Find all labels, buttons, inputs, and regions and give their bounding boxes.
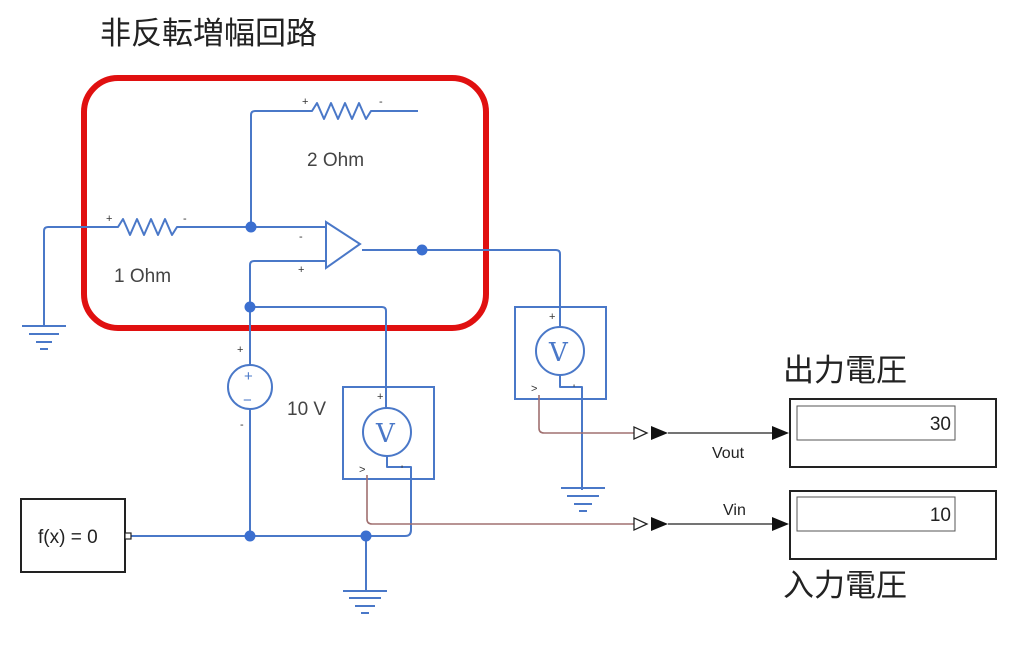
opamp-minus-pin: -	[299, 231, 303, 243]
ground-bottom[interactable]	[343, 536, 387, 614]
vout-converter[interactable]	[633, 425, 668, 441]
resistor-2ohm-minus: -	[379, 96, 383, 108]
input-display-caption: 入力電圧	[783, 568, 907, 604]
vout-physical-signal	[538, 395, 634, 434]
vout-signal-line[interactable]	[668, 426, 789, 440]
output-display-value: 30	[930, 414, 951, 435]
source-plus-symbol: +	[244, 368, 253, 385]
input-display-value: 10	[930, 505, 951, 526]
output-wire	[422, 249, 561, 326]
junction-node	[360, 530, 372, 542]
source-plus-pin: +	[237, 344, 243, 356]
vin-signal-label: Vin	[723, 502, 746, 519]
highlight-box	[81, 75, 489, 331]
voltmeter-output-plus: +	[549, 311, 555, 323]
opamp-plus-pin: +	[298, 264, 304, 276]
junction-node	[416, 244, 428, 256]
resistor-2ohm[interactable]: + -	[250, 96, 418, 227]
resistor-1ohm[interactable]: + -	[106, 213, 250, 236]
resistor-2ohm-label: 2 Ohm	[307, 150, 364, 171]
resistor-1ohm-minus: -	[183, 213, 187, 225]
junction-node	[244, 301, 256, 313]
page-title: 非反転増幅回路	[100, 16, 317, 52]
ground-output[interactable]	[561, 487, 605, 512]
voltmeter-output-minus: '	[573, 383, 575, 395]
input-display[interactable]: 10	[789, 490, 997, 560]
ground-left[interactable]	[22, 226, 112, 350]
voltmeter-input-plus: +	[377, 391, 383, 403]
vin-converter[interactable]	[633, 516, 668, 532]
voltmeter-output-symbol: V	[548, 338, 569, 368]
source-minus-pin: -	[240, 419, 244, 431]
voltmeter-output[interactable]: V + > '	[514, 306, 607, 490]
vout-signal-label: Vout	[712, 445, 745, 462]
output-display[interactable]: 30	[789, 398, 997, 468]
voltage-source[interactable]: + − + -	[227, 344, 273, 431]
resistor-1ohm-label: 1 Ohm	[114, 266, 171, 287]
solver-config-label: f(x) = 0	[38, 527, 98, 548]
opamp[interactable]: - +	[249, 220, 422, 536]
output-display-caption: 出力電圧	[783, 353, 907, 389]
vin-wire	[250, 306, 387, 408]
solver-config-block[interactable]: f(x) = 0	[20, 498, 132, 573]
vin-physical-signal	[366, 475, 634, 525]
voltage-source-label: 10 V	[287, 399, 326, 420]
voltmeter-input[interactable]: V + > '	[342, 386, 435, 537]
voltmeter-input-symbol: V	[375, 419, 396, 449]
resistor-2ohm-plus: +	[302, 96, 308, 108]
voltmeter-output-out: >	[531, 383, 537, 395]
source-minus-symbol: −	[243, 392, 252, 409]
voltmeter-input-minus: '	[401, 464, 403, 476]
junction-node	[245, 221, 257, 233]
vin-signal-line[interactable]	[668, 517, 789, 531]
junction-node	[244, 530, 256, 542]
resistor-1ohm-plus: +	[106, 213, 112, 225]
voltmeter-input-out: >	[359, 464, 365, 476]
